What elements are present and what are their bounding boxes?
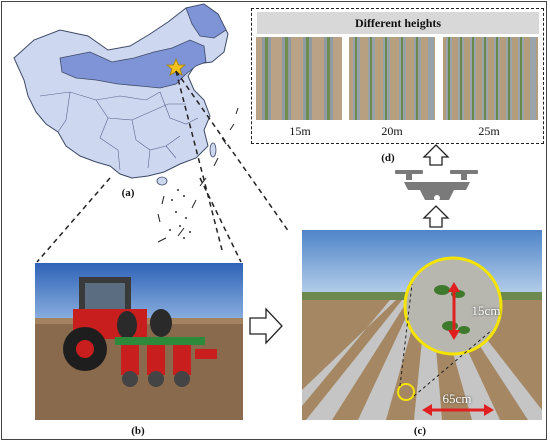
right-arrow-icon: [249, 307, 283, 345]
aerial-photo-25m: [443, 37, 538, 120]
heights-panel: [251, 8, 544, 144]
map-highlight-region: [59, 39, 207, 89]
height-caption-25m: 25m: [478, 124, 500, 138]
leader-lines: [36, 70, 290, 263]
panel-label-d: (d): [381, 152, 395, 164]
field-photo: [302, 230, 542, 420]
up-arrow-icon-lower: [422, 205, 450, 228]
drone-icon: [395, 170, 478, 201]
tractor-photo: [35, 263, 243, 420]
panel-label-c: (c): [413, 425, 427, 437]
panel-label-b: (b): [131, 425, 145, 437]
height-caption-20m: 20m: [381, 124, 403, 138]
row-spacing-label: 65cm: [442, 391, 472, 406]
south-sea-islands: [169, 189, 191, 239]
panel-label-a: (a): [121, 187, 135, 199]
plant-spacing-label: 15cm: [471, 303, 501, 318]
aerial-photo-15m: [256, 37, 342, 120]
china-map: [13, 3, 239, 243]
heights-title: Different heights: [257, 12, 539, 34]
plant-circle: [397, 383, 415, 401]
taiwan-island: [209, 142, 217, 158]
aerial-photo-20m: [349, 37, 435, 120]
hainan-island: [156, 176, 168, 186]
up-arrow-icon-upper: [422, 144, 450, 166]
height-caption-15m: 15m: [289, 124, 311, 138]
